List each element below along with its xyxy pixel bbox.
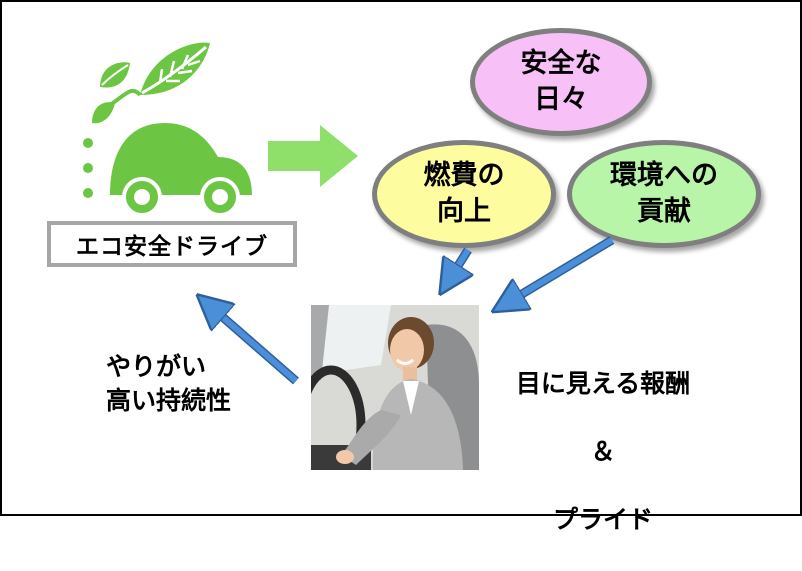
car-body-icon xyxy=(110,123,252,217)
fuel-bubble: 燃費の 向上 xyxy=(372,140,556,248)
reward-line-3: プライド xyxy=(552,505,653,534)
environment-bubble: 環境への 貢献 xyxy=(567,140,761,248)
arrow-photo-to-eco-icon xyxy=(210,306,299,385)
fuel-bubble-label: 燃費の 向上 xyxy=(423,160,505,227)
reward-text: 目に見える報酬 ＆ プライド xyxy=(488,333,718,571)
right-arrow-icon xyxy=(268,125,358,187)
driver-photo xyxy=(311,305,479,470)
safety-bubble: 安全な 日々 xyxy=(470,28,652,136)
blue-arrows xyxy=(0,236,615,385)
eco-safe-drive-label: エコ安全ドライブ xyxy=(47,221,297,267)
eco-car-icon xyxy=(83,42,252,217)
reward-line-1: 目に見える報酬 xyxy=(515,369,691,398)
reward-line-2: ＆ xyxy=(590,437,616,466)
arrow-environment-to-photo-icon xyxy=(507,236,615,303)
motivation-text: やりがい 高い持続性 xyxy=(106,352,232,415)
leaf-small-icon xyxy=(100,62,130,88)
safety-bubble-label: 安全な 日々 xyxy=(520,48,602,115)
leaf-large-icon xyxy=(140,42,210,95)
environment-bubble-label: 環境への 貢献 xyxy=(610,160,718,227)
arrow-fuel-to-photo-icon xyxy=(449,247,468,280)
